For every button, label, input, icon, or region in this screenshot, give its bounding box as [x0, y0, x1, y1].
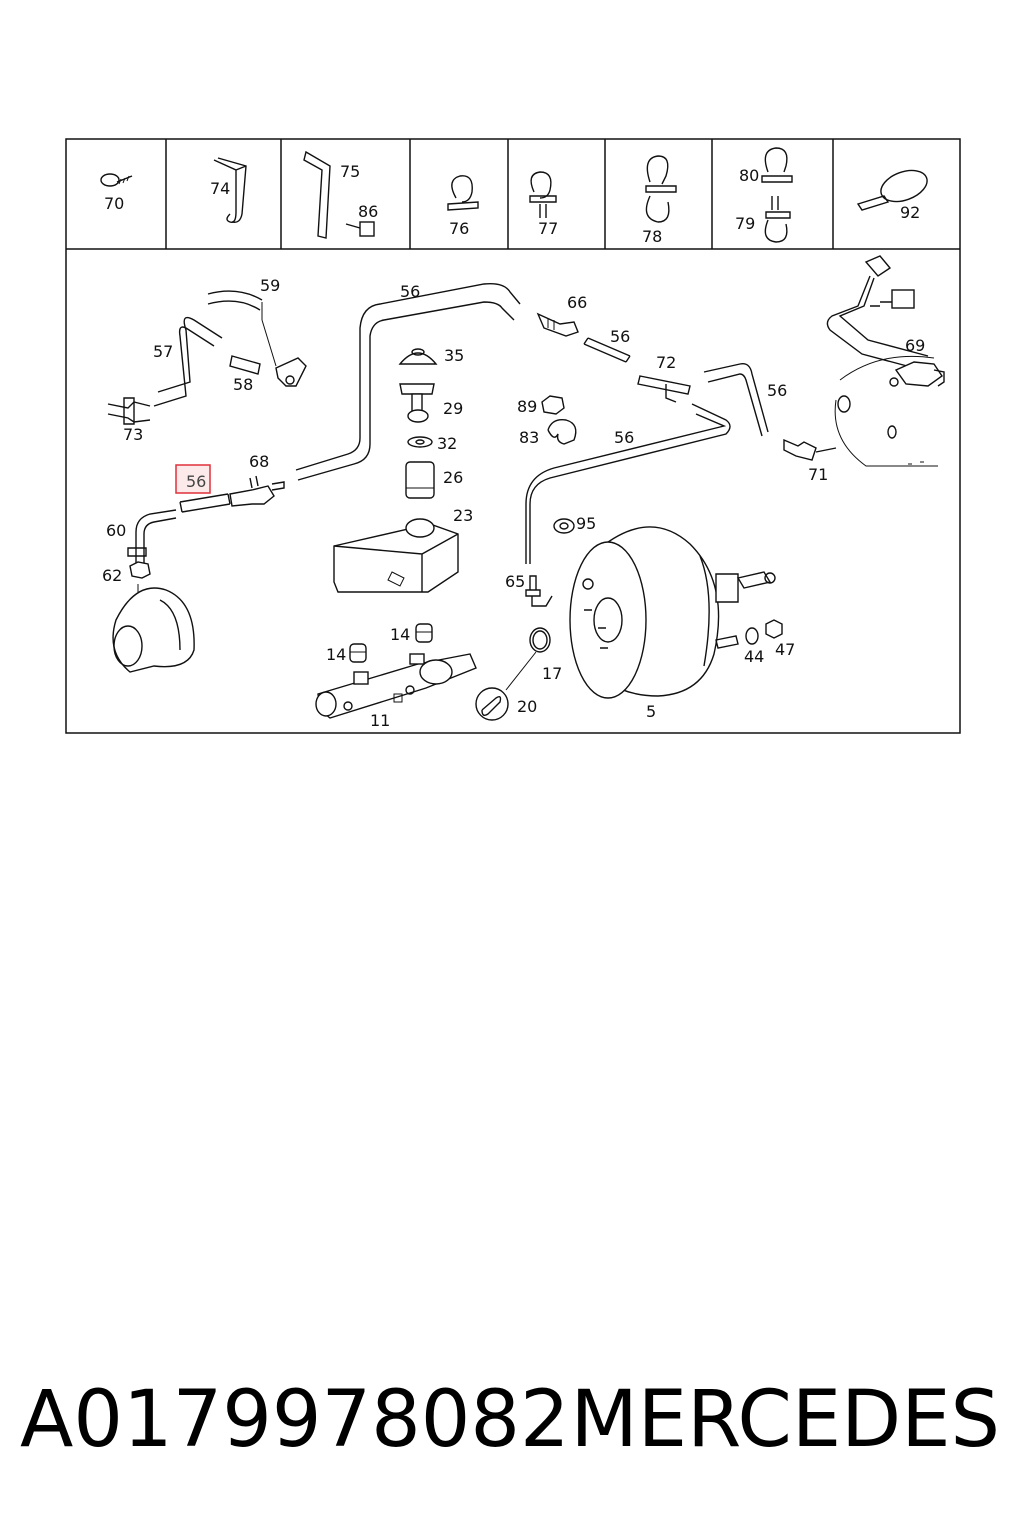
label-14-a: 14 [326, 645, 346, 664]
cap-35-drawing [398, 348, 438, 365]
label-79: 79 [735, 214, 755, 233]
label-32: 32 [437, 434, 457, 453]
clip-77-drawing [529, 171, 557, 218]
seal-32-drawing [407, 436, 433, 448]
cap-29-drawing [399, 383, 435, 423]
nut-62-drawing [129, 561, 151, 604]
label-35: 35 [444, 346, 464, 365]
label-62: 62 [102, 566, 122, 585]
label-69: 69 [905, 336, 925, 355]
label-56-d: 56 [614, 428, 634, 447]
label-72: 72 [656, 353, 676, 372]
pipe-60-drawing [127, 509, 177, 564]
clip-83-drawing [547, 419, 577, 445]
bolt-86-drawing [345, 221, 375, 237]
nut-47-drawing [765, 619, 783, 639]
hose-57-drawing [153, 316, 223, 407]
parts-diagram: 70 74 75 86 76 77 78 80 79 92 [65, 138, 961, 734]
check-valve-drawing [275, 357, 307, 387]
valve-68-drawing [229, 475, 285, 507]
label-86: 86 [358, 202, 378, 221]
label-70: 70 [104, 194, 124, 213]
reservoir-23-drawing [333, 518, 459, 593]
master-cylinder-11-drawing [315, 653, 477, 719]
label-29: 29 [443, 399, 463, 418]
label-56-c: 56 [767, 381, 787, 400]
clip-80-drawing [761, 147, 793, 183]
label-56-highlighted: 56 [186, 472, 206, 491]
label-59: 59 [260, 276, 280, 295]
washer-44-drawing [745, 627, 759, 645]
label-68: 68 [249, 452, 269, 471]
label-77: 77 [538, 219, 558, 238]
label-71: 71 [808, 465, 828, 484]
label-74: 74 [210, 179, 230, 198]
label-75: 75 [340, 162, 360, 181]
brake-booster-5-drawing [569, 526, 776, 699]
label-66: 66 [567, 293, 587, 312]
bracket-75-drawing [303, 150, 331, 239]
fitting-65-drawing [525, 575, 553, 607]
label-14-b: 14 [390, 625, 410, 644]
connector-58-drawing [229, 355, 261, 375]
label-44: 44 [744, 647, 764, 666]
label-60: 60 [106, 521, 126, 540]
label-58: 58 [233, 375, 253, 394]
torque-symbol-20-drawing [475, 687, 509, 721]
screw-70-drawing [100, 173, 133, 187]
label-17: 17 [542, 664, 562, 683]
connector-72-drawing [637, 375, 691, 403]
hose-56d-drawing [525, 403, 731, 564]
brand-name: MERCEDES [570, 1375, 1001, 1465]
filter-26-drawing [405, 461, 435, 499]
o-ring-17-drawing [505, 627, 551, 691]
cable-tie-92-drawing [856, 169, 928, 211]
label-83: 83 [519, 428, 539, 447]
label-56-b: 56 [610, 327, 630, 346]
bracket-74-drawing [213, 157, 247, 224]
t-piece-73-drawing [107, 397, 151, 425]
label-26: 26 [443, 468, 463, 487]
connector-66-drawing [536, 312, 579, 337]
grommet-14a-drawing [349, 643, 367, 663]
booster-housing-right-drawing [834, 355, 938, 467]
label-76: 76 [449, 219, 469, 238]
double-clip-78-drawing [645, 155, 677, 223]
label-47: 47 [775, 640, 795, 659]
label-80: 80 [739, 166, 759, 185]
hose-56e-drawing [179, 493, 231, 513]
label-95: 95 [576, 514, 596, 533]
label-57: 57 [153, 342, 173, 361]
label-11: 11 [370, 711, 390, 730]
label-5: 5 [646, 702, 656, 721]
label-20: 20 [517, 697, 537, 716]
grommet-14b-drawing [415, 623, 433, 643]
header-cell-dividers [165, 139, 834, 249]
label-23: 23 [453, 506, 473, 525]
intake-port-drawing [112, 587, 195, 673]
nut-89-drawing [541, 395, 565, 415]
hose-59-drawing [207, 290, 263, 311]
label-89: 89 [517, 397, 537, 416]
label-56-top: 56 [400, 282, 420, 301]
hose-56c-drawing [703, 363, 769, 437]
label-65: 65 [505, 572, 525, 591]
highlight-box [175, 464, 211, 494]
vacuum-hose-56-top [295, 282, 521, 481]
hose-56b-drawing [583, 337, 631, 363]
grommet-95-drawing [553, 518, 575, 534]
sensor-69-drawing [826, 255, 945, 387]
label-73: 73 [123, 425, 143, 444]
clip-79-drawing [764, 196, 791, 243]
connector-71-drawing [783, 438, 837, 461]
label-92: 92 [900, 203, 920, 222]
part-number: A0179978082 [20, 1375, 570, 1465]
caption: A0179978082 MERCEDES [0, 1370, 1024, 1470]
label-78: 78 [642, 227, 662, 246]
diagram-frame [65, 138, 961, 734]
clip-76-drawing [447, 175, 479, 211]
